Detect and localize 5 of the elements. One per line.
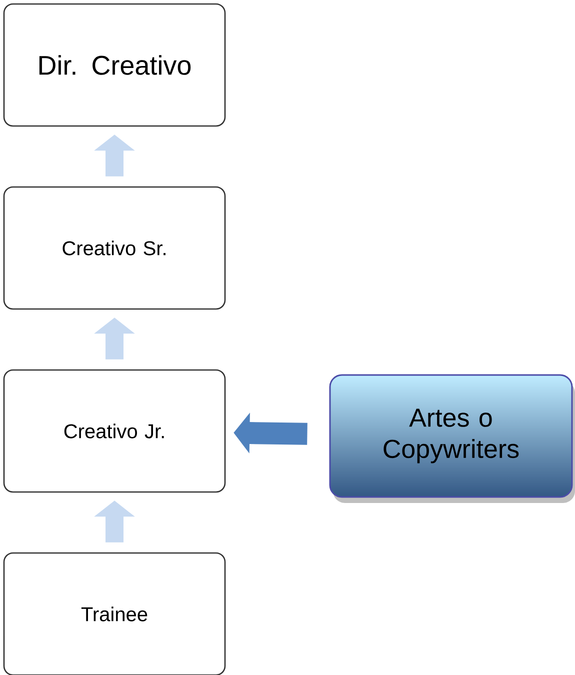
role-box: Trainee	[3, 552, 226, 675]
role-box: Creativo Sr.	[3, 186, 226, 310]
role-box: Artes o Copywriters	[329, 374, 573, 498]
role-box: Creativo Jr.	[3, 369, 226, 493]
role-box: Dir. Creativo	[3, 3, 226, 127]
